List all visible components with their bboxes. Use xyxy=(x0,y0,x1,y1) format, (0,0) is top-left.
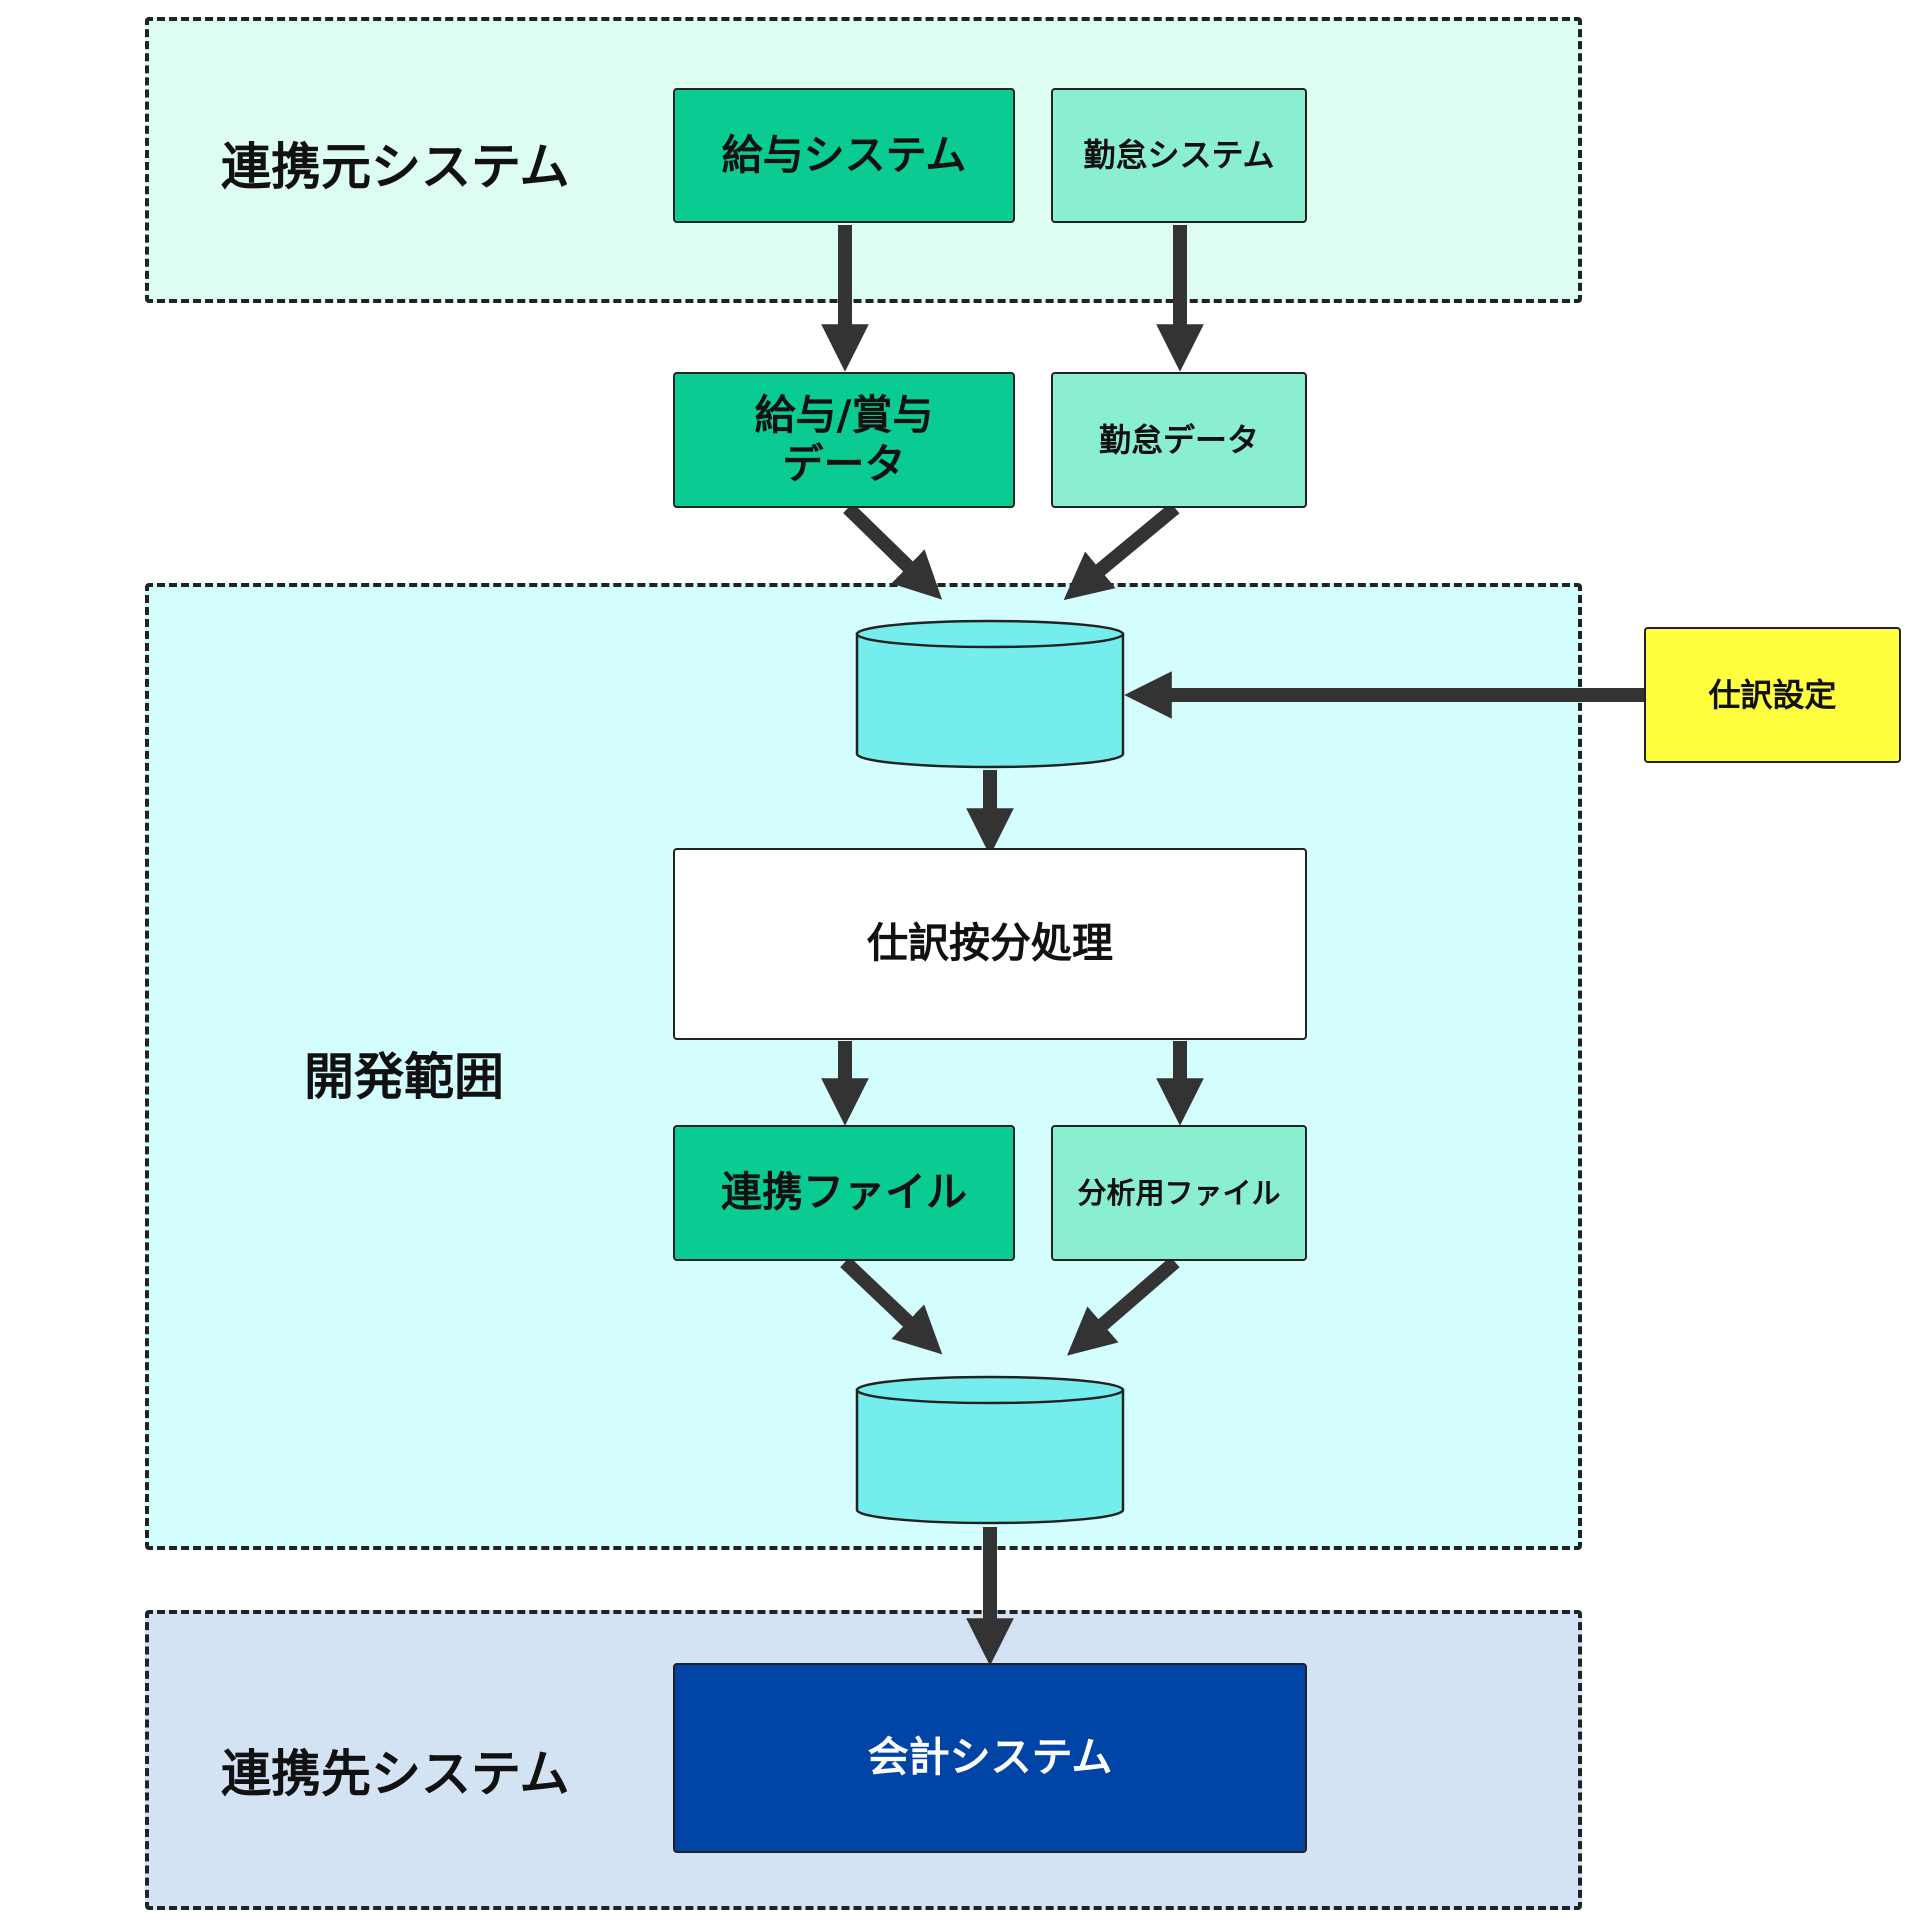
accounting-system-node: 会計システム xyxy=(673,1663,1307,1853)
arrow-analysis-file-to-output-db xyxy=(1067,1256,1180,1356)
development-scope-zone-label: 開発範囲 xyxy=(304,1048,504,1106)
analysis-file-node: 分析用ファイル xyxy=(1051,1125,1307,1261)
attendance-data-node: 勤怠データ xyxy=(1051,372,1307,508)
link-file-node: 連携ファイル xyxy=(673,1125,1015,1261)
journal-setting-node: 仕訳設定 xyxy=(1644,627,1901,763)
source-system-zone-label: 連携元システム xyxy=(221,138,570,196)
arrow-attendance-data-to-input-db xyxy=(1063,502,1180,601)
destination-system-zone-label: 連携先システム xyxy=(221,1745,570,1803)
arrow-link-file-to-output-db xyxy=(840,1256,943,1355)
attendance-system-node: 勤怠システム xyxy=(1051,88,1307,223)
output-database xyxy=(855,1375,1125,1525)
payroll-system-node: 給与システム xyxy=(673,88,1015,223)
journal-allocation-process-node: 仕訳按分処理 xyxy=(673,848,1307,1040)
payroll-bonus-data-node: 給与/賞与 データ xyxy=(673,372,1015,508)
arrow-payroll-data-to-input-db xyxy=(843,502,943,600)
input-database xyxy=(855,619,1125,769)
